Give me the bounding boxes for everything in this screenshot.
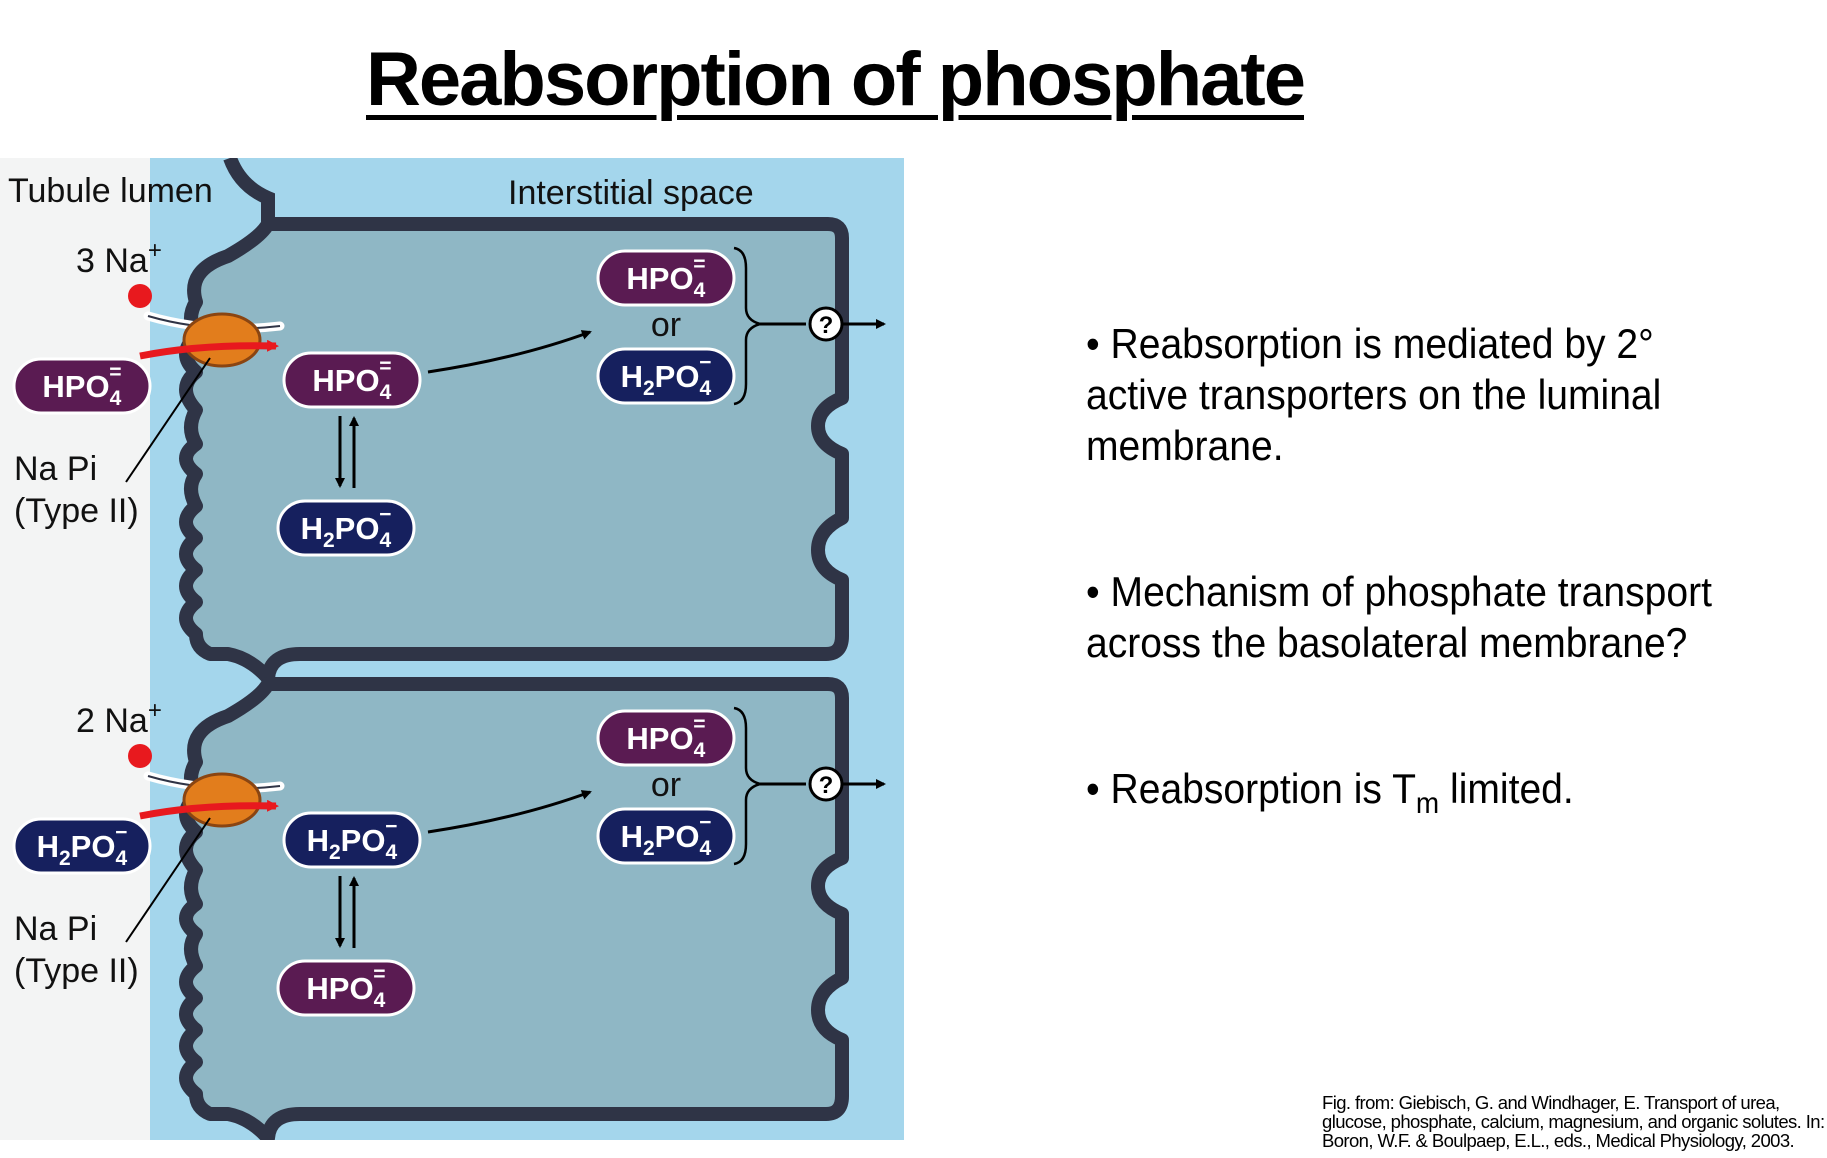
cell-1-luminal-ion-formula: HPO4= [42,361,121,410]
bullet-basolateral-mechanism: • Mechanism of phosphate transport acros… [1086,568,1712,666]
cell-2-basolateral-ion-top-pill [596,709,736,767]
cell-2-basolateral-ion-bottom-formula: H2PO4− [621,811,712,860]
cell-1-basolateral-ion-top-pill [596,249,736,307]
cell-2-napi-transporter [182,772,262,828]
cell-junction-top [223,158,275,224]
cell-2-transporter-name: Na Pi [14,910,97,948]
cell-2-basolateral-ion-bottom: H2PO4− [596,807,736,865]
cell-1-equilibrium-ion-pill [276,499,416,557]
cell-1-basolateral-ion-top-formula: HPO4= [626,253,705,302]
cell-2-cytosol-ion-pill [282,811,422,869]
cell-2-membrane [179,677,849,1140]
cell-1-cytosol-ion-formula: HPO4= [312,355,391,404]
cell-2-equilibrium-ion: HPO4= [276,959,416,1017]
cell-2-sodium-dot [128,744,152,768]
phosphate-reabsorption-diagram: Tubule lumen Interstitial space 3 Na+ Na … [0,158,904,1140]
cell-1-exit-question-mark: ? [819,312,834,339]
bullet-tm-limited: • Reabsorption is Tm limited. [1086,763,1737,819]
cell-2-luminal-ion: H2PO4− [12,817,152,875]
tubule-lumen-area [0,158,150,1140]
cell-1-luminal-ion-pill [12,357,152,415]
cell-1-napi-transporter [182,312,262,368]
cell-1-cytosol-ion: HPO4= [282,351,422,409]
epithelial-cell-1 [179,217,849,685]
cell-1-basolateral-ion-top: HPO4= [596,249,736,307]
bullet-tm-prefix: • Reabsorption is T [1086,765,1416,812]
cell-1-equilibrium-ion-formula: H2PO4− [301,503,392,552]
cell-1-sodium-label: 3 Na+ [76,237,162,280]
cell-1-cytosol-ion-pill [282,351,422,409]
cell-1-membrane [179,217,849,685]
cell-2-exit-question-mark: ? [819,772,834,799]
cell-1-equilibrium-ion: H2PO4− [276,499,416,557]
cell-2-equilibrium-ion-formula: HPO4= [306,963,385,1012]
page-title: Reabsorption of phosphate [366,37,1306,122]
cell-2-equilibrium-ion-pill [276,959,416,1017]
cell-1-transporter-type: (Type II) [14,492,139,530]
bullet-tm-suffix: limited. [1439,765,1574,812]
cell-1-or-label: or [651,306,681,344]
bullet-list: • Reabsorption is mediated by 2° active … [1086,318,1737,819]
cell-1-basolateral-ion-bottom-pill [596,347,736,405]
cell-contents: 3 Na+ Na Pi (Type II) HPO4= HPO4= H2PO4− HPO4=… [12,237,886,1017]
cell-2-phosphate-arrow [139,799,279,820]
cell-1-basolateral-ion-bottom: H2PO4− [596,347,736,405]
bullet-tm-subscript: m [1415,787,1440,820]
cell-2-transporter-leader [125,817,211,943]
cell-1-transfer-arrow [427,330,592,374]
cell-2-luminal-ion-formula: H2PO4− [37,821,128,870]
figure-citation: Fig. from: Giebisch, G. and Windhager, E… [1322,1092,1825,1151]
cell-1-phosphate-arrow [139,339,279,360]
cell-1-transporter-leader [125,357,211,483]
cell-2-basolateral-ion-top-formula: HPO4= [626,713,705,762]
cell-2-or-label: or [651,766,681,804]
cell-1-sodium-dot [128,284,152,308]
cell-2-cytosol-ion-formula: H2PO4− [307,815,398,864]
interstitial-space-label: Interstitial space [508,174,754,212]
epithelial-cell-2 [179,677,849,1140]
bullet-luminal-transport: • Reabsorption is mediated by 2° active … [1086,320,1662,469]
cell-2-transfer-arrow [427,790,592,834]
cell-1-transporter-name: Na Pi [14,450,97,488]
cell-2-sodium-label: 2 Na+ [76,697,162,740]
cell-2-cytosol-ion: H2PO4− [282,811,422,869]
cell-2-transporter-type: (Type II) [14,952,139,990]
tubule-lumen-label: Tubule lumen [8,172,213,210]
cell-2-luminal-ion-pill [12,817,152,875]
cell-2-basolateral-ion-top: HPO4= [596,709,736,767]
cell-1-luminal-ion: HPO4= [12,357,152,415]
diagram-canvas: Tubule lumen Interstitial space 3 Na+ Na … [0,158,904,1140]
cell-1-basolateral-ion-bottom-formula: H2PO4− [621,351,712,400]
cell-2-basolateral-ion-bottom-pill [596,807,736,865]
